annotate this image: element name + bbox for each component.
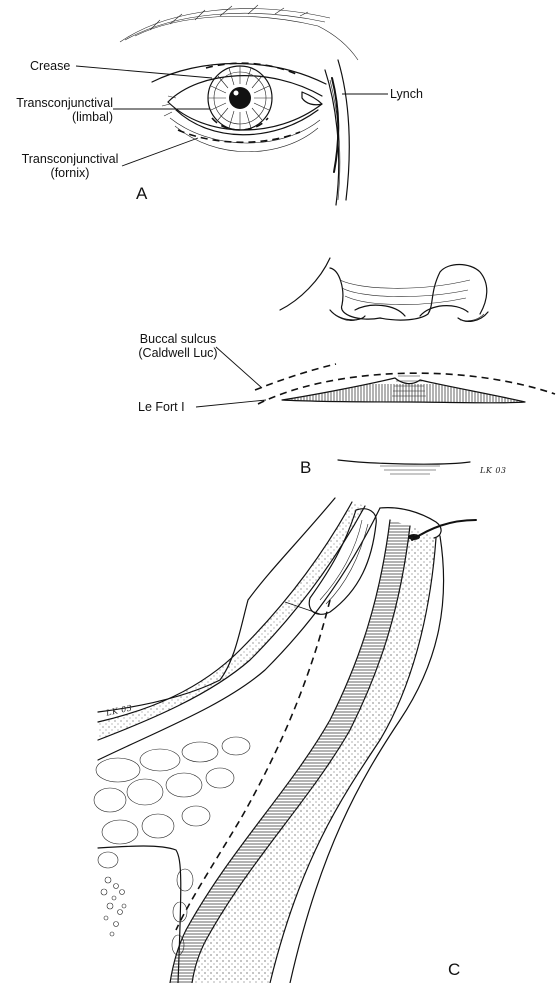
label-transconjunctival-fornix: Transconjunctival (fornix) [20,152,120,180]
label-lynch: Lynch [390,87,423,101]
label-buccal-sulcus: Buccal sulcus (Caldwell Luc) [130,332,226,360]
label-line: (limbal) [72,110,113,124]
fornix-incision [177,129,301,144]
septum-incision [175,599,331,931]
iris-striations [208,66,272,130]
panel-a-eye-drawing [119,4,359,206]
label-transconjunctival-limbal: Transconjunctival (limbal) [0,96,113,124]
nose [329,263,489,322]
panel-b-letter: B [300,458,312,477]
limbal-incision [211,117,269,131]
lefort-incision [257,372,556,405]
panel-c-letter: C [448,960,461,979]
panel-b-leaders [195,346,267,408]
buccal-sulcus-incision [254,363,337,391]
label-line: Transconjunctival [16,96,113,110]
artist-signature-b: LK 03 [480,466,507,475]
label-line: Buccal sulcus [139,332,217,346]
panel-a-leaders [75,65,388,167]
label-line: Transconjunctival [21,152,119,166]
tarsal-gland [308,508,377,615]
panel-b-mouth-drawing [254,257,556,475]
label-crease: Crease [30,59,71,73]
label-line: (fornix) [50,166,90,180]
panel-c-section-drawing [93,497,477,983]
panel-a-letter: A [136,184,148,203]
pupil [229,87,251,109]
loose-fat [100,876,127,937]
orbital-fat [93,736,251,956]
eyebrow [119,4,359,61]
label-line: (Caldwell Luc) [138,346,218,360]
label-lefort-i: Le Fort I [138,400,185,414]
lynch-incision [331,77,340,173]
